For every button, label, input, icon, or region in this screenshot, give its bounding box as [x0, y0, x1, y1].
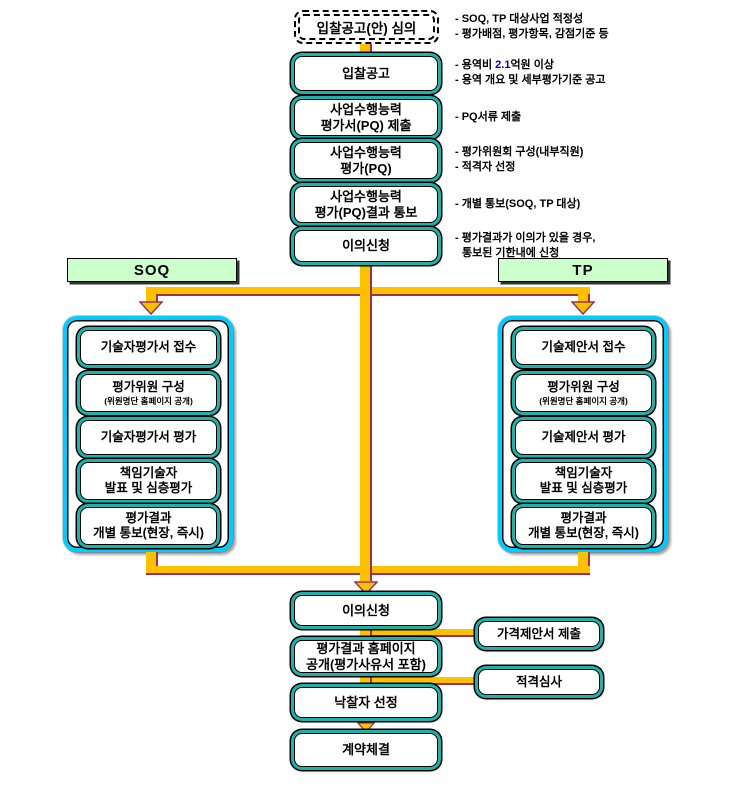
step-soq-receive: 기술자평가서 접수	[80, 330, 217, 365]
connector-v4	[360, 179, 372, 186]
branch-header-soq: SOQ	[67, 258, 237, 282]
step-label: 낙찰자 선정	[334, 694, 398, 710]
step-soq-result-notice: 평가결과 개별 통보(현장, 즉시)	[80, 507, 217, 545]
step-result-publication: 평가결과 홈페이지 공개(평가사유서 포함)	[294, 640, 438, 673]
connector-v1	[360, 43, 372, 56]
connector-merge-stub-center	[360, 573, 372, 581]
step-pq-evaluation: 사업수행능력 평가(PQ)	[294, 142, 438, 179]
step-label: 적격심사	[515, 674, 562, 689]
step-label: 이의신청	[342, 602, 390, 618]
step-label: 평가위원 구성	[112, 380, 185, 394]
note-highlight: 2.1	[495, 59, 511, 71]
step-bid-announcement-review-label: 입찰공고(안) 심의	[298, 14, 435, 40]
note-pq-submission: - PQ서류 제출	[455, 110, 730, 125]
step-pq-submission: 사업수행능력 평가서(PQ) 제출	[294, 99, 438, 136]
step-label: 입찰공고	[342, 65, 390, 81]
step-price-proposal: 가격제안서 제출	[478, 621, 600, 647]
arrow-down-into-tp	[571, 301, 595, 315]
step-label: 가격제안서 제출	[497, 626, 581, 641]
connector-to-price-proposal	[368, 629, 478, 637]
step-label: 기술자평가서 접수	[100, 340, 197, 354]
connector-v8	[360, 718, 372, 724]
step-winner-selection: 낙찰자 선정	[294, 687, 438, 718]
step-soq-evaluate: 기술자평가서 평가	[80, 420, 217, 455]
connector-soq-2	[143, 412, 155, 420]
note-text: - 용역비	[455, 59, 496, 71]
arrow-down-into-contract	[357, 722, 375, 733]
note-line: - PQ서류 제출	[455, 111, 522, 123]
step-tp-receive: 기술제안서 접수	[515, 330, 652, 365]
step-objection-second: 이의신청	[294, 595, 438, 626]
note-line: - 적격자 선정	[455, 161, 516, 173]
step-objection-first: 이의신청	[294, 230, 438, 262]
step-pq-result-notice: 사업수행능력 평가(PQ)결과 통보	[294, 186, 438, 223]
connector-tp-1	[578, 365, 590, 374]
step-label: 책임기술자 발표 및 심층평가	[104, 466, 193, 495]
step-label: 사업수행능력 평가(PQ)결과 통보	[314, 188, 418, 220]
branch-header-tp: TP	[498, 258, 668, 282]
connector-merge-stub-right	[578, 552, 590, 566]
step-bid-announcement-review: 입찰공고(안) 심의	[294, 10, 439, 44]
note-text: 억원 이상	[510, 59, 554, 71]
note-line: - 평가결과가 이의가 있을 경우,	[455, 232, 596, 244]
note-line: - 용역 개요 및 세부평가기준 공고	[455, 74, 606, 86]
note-line: 통보된 기한내에 신청	[462, 247, 560, 259]
connector-v7	[360, 673, 372, 687]
step-tp-result-notice: 평가결과 개별 통보(현장, 즉시)	[515, 507, 652, 545]
note-bid-review: - SOQ, TP 대상사업 적정성 - 평가배점, 평가항목, 감점기준 등	[455, 12, 730, 42]
note-objection: - 평가결과가 이의가 있을 경우, 통보된 기한내에 신청	[455, 231, 730, 261]
connector-v-center-trunk	[360, 262, 372, 573]
step-label-group: 평가위원 구성 (위원명단 홈페이지 공개)	[104, 380, 193, 406]
note-line: - 개별 통보(SOQ, TP 대상)	[455, 198, 581, 210]
note-line: - 용역비 2.1억원 이상	[455, 58, 730, 73]
connector-split-stub-right	[578, 294, 590, 302]
step-label: 기술자평가서 평가	[100, 430, 197, 444]
step-tp-committee: 평가위원 구성 (위원명단 홈페이지 공개)	[515, 374, 652, 412]
step-label: 평가결과 개별 통보(현장, 즉시)	[93, 511, 204, 540]
step-label: 평가위원 구성	[547, 380, 620, 394]
step-tp-presentation: 책임기술자 발표 및 심층평가	[515, 462, 652, 500]
connector-merge-stub-left	[146, 552, 158, 566]
step-label: 책임기술자 발표 및 심층평가	[539, 466, 628, 495]
step-label: 평가결과 홈페이지 공개(평가사유서 포함)	[306, 640, 426, 672]
note-pq-result: - 개별 통보(SOQ, TP 대상)	[455, 197, 730, 212]
step-label: 이의신청	[342, 238, 390, 253]
connector-to-qualification	[368, 677, 478, 685]
step-label: 계약체결	[342, 742, 390, 757]
note-bid-announcement: - 용역비 2.1억원 이상 - 용역 개요 및 세부평가기준 공고	[455, 58, 730, 88]
connector-split-stub-left	[146, 294, 158, 302]
step-qualification-review: 적격심사	[478, 669, 600, 695]
step-label: 기술제안서 접수	[541, 340, 626, 354]
connector-soq-3	[143, 455, 155, 462]
note-pq-evaluation: - 평가위원회 구성(내부직원) - 적격자 선정	[455, 145, 730, 175]
step-soq-committee: 평가위원 구성 (위원명단 홈페이지 공개)	[80, 374, 217, 412]
step-sublabel: (위원명단 홈페이지 공개)	[104, 396, 193, 406]
arrow-down-into-soq	[139, 301, 163, 315]
step-contract-signing: 계약체결	[294, 733, 438, 767]
step-sublabel: (위원명단 홈페이지 공개)	[539, 396, 628, 406]
note-line: - 평가위원회 구성(내부직원)	[455, 146, 584, 158]
step-label: 사업수행능력 평가서(PQ) 제출	[320, 101, 412, 133]
arrow-down-into-objection	[354, 581, 378, 595]
step-label-group: 평가위원 구성 (위원명단 홈페이지 공개)	[539, 380, 628, 406]
connector-tp-2	[578, 412, 590, 420]
step-tp-evaluate: 기술제안서 평가	[515, 420, 652, 455]
step-bid-announcement: 입찰공고	[294, 56, 438, 91]
step-label: 기술제안서 평가	[541, 430, 626, 444]
connector-v2	[360, 91, 372, 99]
connector-soq-1	[143, 365, 155, 374]
connector-v6	[360, 626, 372, 640]
step-label: 평가결과 개별 통보(현장, 즉시)	[528, 511, 639, 540]
connector-tp-3	[578, 455, 590, 462]
step-label: 사업수행능력 평가(PQ)	[330, 144, 402, 176]
connector-v3	[360, 136, 372, 142]
connector-v5	[360, 223, 372, 230]
note-line: - SOQ, TP 대상사업 적정성	[455, 13, 584, 25]
note-line: - 평가배점, 평가항목, 감점기준 등	[455, 28, 609, 40]
step-soq-presentation: 책임기술자 발표 및 심층평가	[80, 462, 217, 500]
